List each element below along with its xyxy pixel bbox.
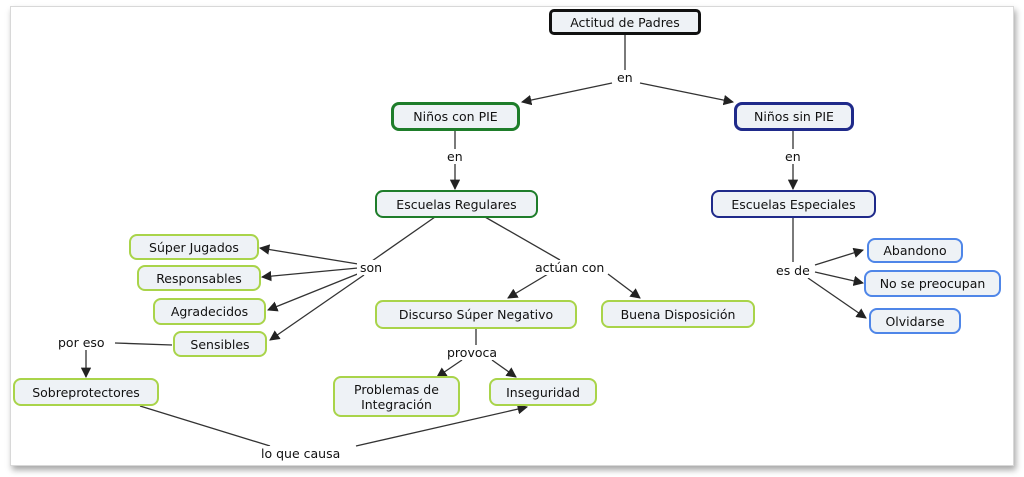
node-no-se-preocupan[interactable]: No se preocupan [864,270,1001,297]
arrow-esde-olvidarse [807,277,867,319]
link-label-en-sin: en [782,149,804,164]
arrow-son-agradecidos [267,272,361,312]
link-label-es-de: es de [773,263,813,278]
link-label-lo-que-causa: lo que causa [258,446,344,461]
node-label: Inseguridad [506,384,580,400]
node-ninos-sin-pie[interactable]: Niños sin PIE [734,102,854,131]
arrow-son-responsables [260,267,359,282]
arrow-esde-abandono [814,247,864,266]
arrow-actuan-discurso [507,273,549,299]
link-label-en-con: en [444,149,466,164]
line-sobre-causa [139,405,271,447]
node-label-line-1: Problemas de [354,381,439,397]
node-label: Responsables [156,270,242,286]
node-actitud-de-padres[interactable]: Actitud de Padres [549,9,701,35]
arrow-en-ninos-sin [639,82,735,106]
node-agradecidos[interactable]: Agradecidos [153,298,266,325]
node-abandono[interactable]: Abandono [867,238,963,263]
arrow-actuan-buena [607,273,641,299]
node-label: Agradecidos [170,304,249,319]
node-label-line-2: Integración [361,396,432,412]
link-label-actuan-con: actúan con [532,260,608,275]
arrow-provoca-inseguridad [491,359,517,378]
line-regulares-son [371,216,436,262]
link-label-por-eso: por eso [55,335,108,350]
node-escuelas-regulares[interactable]: Escuelas Regulares [375,190,538,218]
node-super-jugados[interactable]: Súper Jugados [129,234,259,260]
arrow-son-super [258,244,359,265]
arrow-son-sensibles [269,274,365,341]
node-buena-disposicion[interactable]: Buena Disposición [601,300,755,328]
node-label: Sobreprotectores [32,384,140,400]
arrow-causa-inseguridad [355,404,529,447]
node-inseguridad[interactable]: Inseguridad [489,378,597,406]
node-olvidarse[interactable]: Olvidarse [869,308,961,334]
link-label-provoca: provoca [444,345,501,360]
node-label: Súper Jugados [149,239,239,255]
node-label: Sensibles [190,336,250,352]
node-label: Discurso Súper Negativo [398,307,554,322]
node-discurso-super-negativo[interactable]: Discurso Súper Negativo [375,300,577,329]
node-sobreprotectores[interactable]: Sobreprotectores [13,378,159,406]
node-label: Niños con PIE [413,109,498,124]
node-label: Niños sin PIE [754,109,834,124]
node-label: No se preocupan [879,276,986,291]
line-regulares-actuan [484,216,561,261]
node-ninos-con-pie[interactable]: Niños con PIE [391,102,520,131]
node-escuelas-especiales[interactable]: Escuelas Especiales [711,190,876,218]
link-label-en-root: en [614,70,636,85]
node-label: Olvidarse [885,313,945,329]
node-label: Abandono [883,243,947,258]
node-label: Escuelas Especiales [731,196,856,212]
node-label: Buena Disposición [620,306,736,322]
node-responsables[interactable]: Responsables [137,265,261,291]
node-label: Actitud de Padres [570,14,680,30]
link-label-son: son [357,260,386,275]
node-problemas-de-integracion[interactable]: Problemas de Integración [333,376,460,417]
node-sensibles[interactable]: Sensibles [173,331,267,357]
line-sensibles-poreso [114,342,173,346]
arrow-esde-nopreocupan [814,271,865,286]
arrow-en-ninos-con [520,82,613,106]
arrow-provoca-problemas [436,359,463,378]
node-label: Escuelas Regulares [396,196,517,212]
